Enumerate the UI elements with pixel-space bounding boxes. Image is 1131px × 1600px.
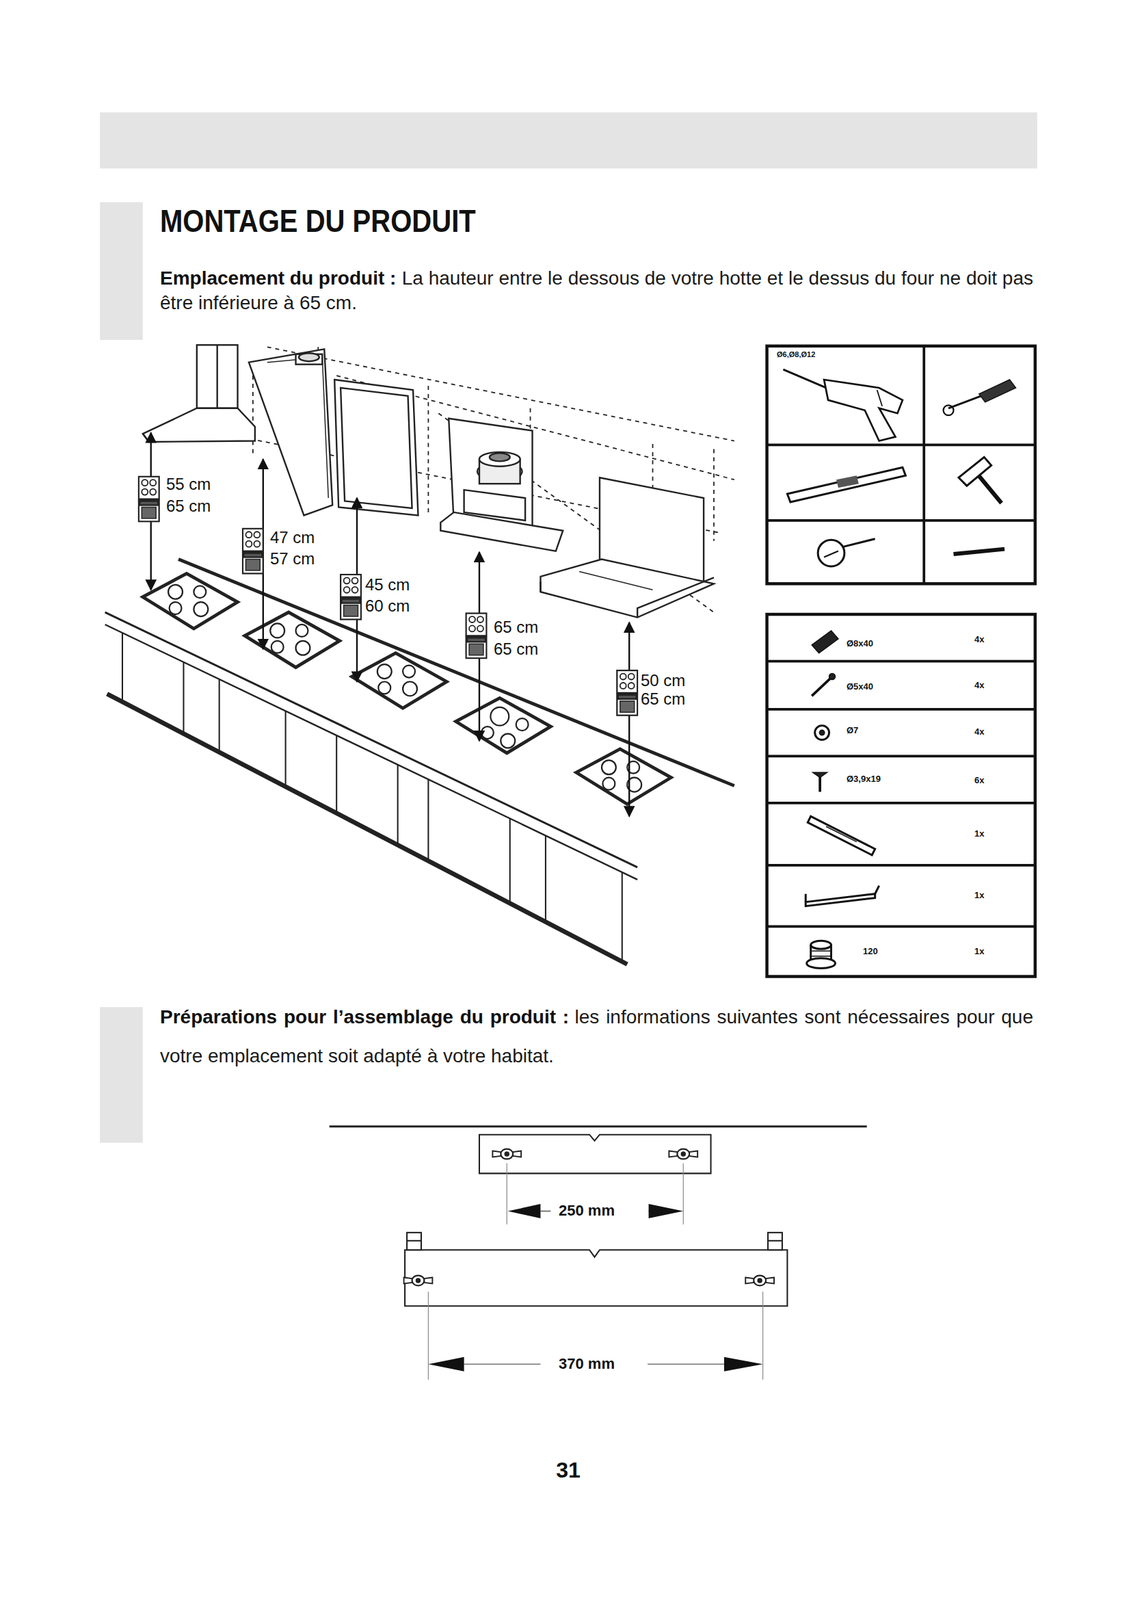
page-title: MONTAGE DU PRODUIT bbox=[160, 205, 476, 237]
paragraph: Emplacement du produit :La hauteur entre… bbox=[160, 265, 1034, 316]
bracket-dimension: 250 mm bbox=[555, 1201, 618, 1219]
height-dimension: 50 cm bbox=[640, 670, 686, 690]
part-quantity: 1x bbox=[974, 890, 984, 901]
part-size: Ø3,9x19 bbox=[846, 774, 881, 785]
bracket-dimension: 370 mm bbox=[555, 1354, 618, 1372]
part-size: 120 bbox=[862, 946, 878, 957]
paragraph-heading: Emplacement du produit : bbox=[160, 267, 396, 289]
height-dimension: 65 cm bbox=[493, 617, 539, 637]
part-quantity: 4x bbox=[974, 680, 984, 691]
paragraph: Préparations pour l’assemblage du produi… bbox=[160, 996, 1034, 1075]
height-dimension: 65 cm bbox=[493, 639, 539, 659]
part-quantity: 6x bbox=[974, 775, 984, 786]
part-size: Ø8x40 bbox=[846, 638, 874, 649]
height-dimension: 65 cm bbox=[640, 689, 686, 709]
tools-table bbox=[767, 346, 1036, 584]
height-dimension: 55 cm bbox=[166, 474, 211, 494]
part-size: Ø7 bbox=[846, 725, 859, 736]
page-number: 31 bbox=[553, 1457, 584, 1483]
header-band bbox=[99, 112, 1038, 1142]
height-dimension: 65 cm bbox=[166, 496, 211, 516]
part-quantity: 4x bbox=[974, 634, 984, 645]
height-dimension: 57 cm bbox=[270, 549, 315, 569]
part-size: Ø5x40 bbox=[846, 681, 874, 693]
drill-bit-sizes: Ø6,Ø8,Ø12 bbox=[776, 350, 816, 359]
paragraph-heading: Préparations pour l’assemblage du produi… bbox=[160, 1005, 569, 1028]
kitchen-illustration bbox=[105, 344, 735, 964]
height-dimension: 45 cm bbox=[365, 575, 410, 595]
bracket-drawing bbox=[329, 1126, 868, 1380]
parts-table bbox=[767, 614, 1036, 976]
height-dimension: 47 cm bbox=[270, 527, 315, 548]
part-quantity: 1x bbox=[974, 828, 984, 840]
part-quantity: 4x bbox=[974, 726, 984, 738]
part-quantity: 1x bbox=[974, 946, 984, 957]
height-dimension: 60 cm bbox=[365, 596, 410, 616]
